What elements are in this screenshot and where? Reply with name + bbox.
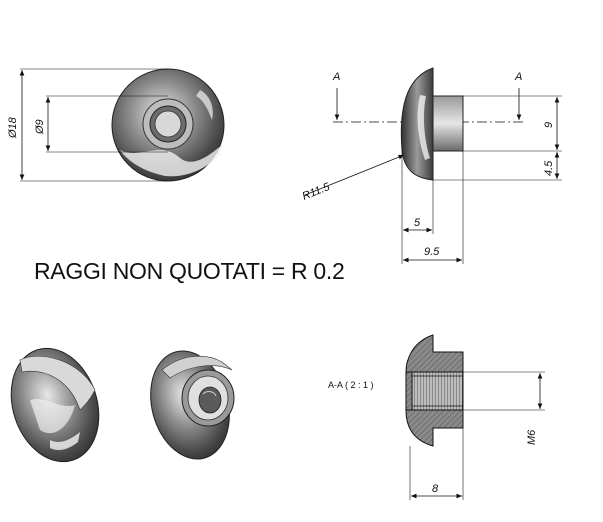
side-view-dome [400,67,434,181]
radius-note: RAGGI NON QUOTATI = R 0.2 [34,258,345,284]
outer-diameter-label: Ø18 [7,116,19,139]
front-view-reflection [120,145,222,177]
thread-label: M6 [526,429,538,445]
front-view-reflection [196,90,213,120]
front-view-hole-inner [154,110,182,138]
section-view: A-A ( 2 : 1 ) M6 8 [328,334,545,500]
section-mark-left: A [332,71,340,83]
width-9-5-label: 9.5 [424,246,440,258]
height-4-5-label: 4.5 [543,160,555,176]
section-mark-right: A [514,71,522,83]
width-5-label: 5 [414,217,421,229]
section-thread [411,371,464,411]
section-body-upper [405,334,464,373]
side-view-shaft [432,95,464,152]
height-9-label: 9 [543,122,555,128]
section-body-lower [405,409,464,447]
length-label: 8 [432,483,439,495]
side-view: A A R11.5 9 4.5 5 9.5 [301,67,562,264]
front-view: Ø18 Ø9 [7,68,225,182]
side-view-dome-highlight [417,95,430,160]
radius-label: R11.5 [301,181,333,203]
isometric-view-nut [150,350,235,460]
isometric-view-dome [10,347,100,463]
section-title: A-A ( 2 : 1 ) [328,380,374,390]
inner-diameter-label: Ø9 [34,119,46,135]
